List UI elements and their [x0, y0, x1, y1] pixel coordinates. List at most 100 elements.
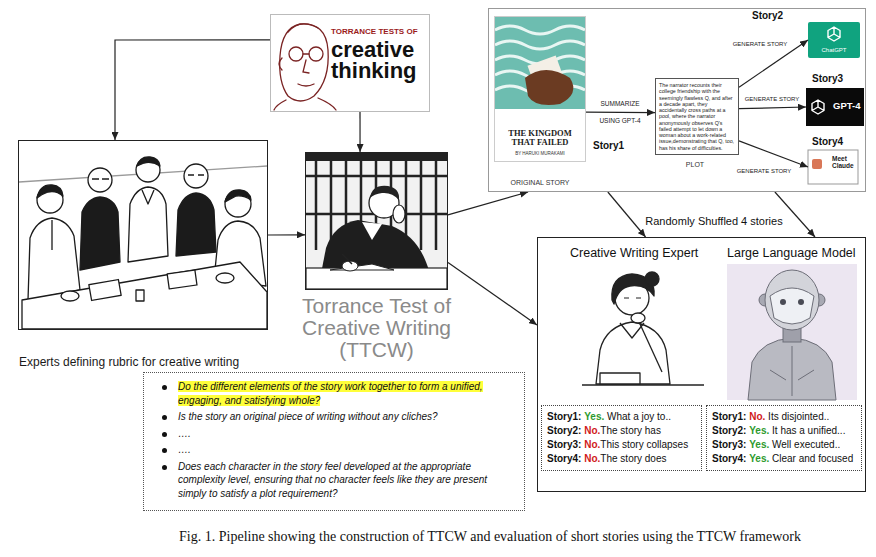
claude-logo: [812, 159, 822, 169]
verdict-word: Yes.: [584, 411, 604, 422]
rubric-question: ….: [178, 428, 191, 439]
writer-illustration: [306, 268, 447, 289]
rubric-question: ….: [178, 444, 191, 455]
verdict-line: Story3: No.This story collapses: [547, 438, 696, 452]
logo-text: ChatGPT: [808, 47, 860, 53]
story-heading: Story2: [752, 10, 783, 21]
meeting-illustration: [19, 141, 267, 329]
expert-illustration: [596, 322, 670, 384]
logo-subtitle: TORRANCE TESTS OF: [331, 27, 427, 36]
story-label: Story1: [593, 140, 624, 151]
edge-label: Randomly Shuffled 4 stories: [644, 215, 783, 227]
meeting-illustration: [184, 164, 208, 188]
torrance-face-sketch: [288, 24, 318, 32]
flow-arrow: [586, 111, 655, 113]
book-title: THE KINGDOM THAT FAILED: [497, 129, 583, 148]
pipeline-panel: THE KINGDOM THAT FAILED BY HARUKI MURAKAM…: [488, 8, 866, 192]
robot-illustration: [770, 288, 814, 324]
verdict-word: No.: [584, 439, 600, 450]
meeting-illustration: [225, 190, 251, 202]
rubric-question: Is the story an original piece of writin…: [178, 411, 438, 422]
verdict-box: Story1: Yes. What a joy to..Story2: No.T…: [541, 405, 702, 471]
chatgpt-logo: [808, 22, 860, 58]
evaluation-panel: Creative Writing ExpertLarge Language Mo…: [537, 237, 866, 492]
model-logo: Story3GPT-4: [806, 88, 864, 126]
book-cover: THE KINGDOM THAT FAILED BY HARUKI MURAKAM…: [494, 16, 586, 162]
evaluator-figure: Large Language Model: [727, 264, 857, 400]
meeting-illustration: [89, 280, 121, 301]
verdict-line: Story1: Yes. What a joy to..: [547, 410, 696, 424]
flow-arrow: [608, 192, 646, 237]
flow-arrow: [739, 40, 808, 87]
bullet-dot: [162, 465, 167, 470]
torrance-face-sketch: [309, 47, 323, 61]
robot-illustration: [727, 264, 857, 400]
model-logo: Story2ChatGPT: [808, 22, 860, 58]
gpt4-logo: [812, 100, 824, 114]
torrance-face-sketch: [318, 98, 336, 110]
story-id: Story1:: [712, 411, 746, 422]
plot-box: The narrator recounts their college frie…: [655, 78, 739, 155]
logo-box: TORRANCE TESTS OF creative thinking: [270, 14, 430, 112]
verdict-line: Story2: No.The story has: [547, 424, 696, 438]
bullet-dot: [162, 432, 167, 437]
illustration-frame: Experts defining rubric for creative wri…: [18, 140, 268, 330]
robot-illustration: [798, 299, 804, 305]
bullet-dot: [162, 385, 167, 390]
rubric-box: Do the different elements of the story w…: [143, 372, 525, 511]
story-id: Story4:: [547, 453, 581, 464]
meeting-illustration: [137, 157, 160, 166]
bullet-dot: [162, 448, 167, 453]
plot-summary: The narrator recounts their college frie…: [659, 82, 735, 151]
book-author: BY HARUKI MURAKAMI: [497, 151, 583, 156]
expert-illustration: [645, 272, 659, 286]
writer-illustration: [362, 222, 382, 240]
meeting-illustration: [216, 273, 234, 283]
story-id: Story3:: [712, 439, 746, 450]
bullet-row: ….: [178, 443, 512, 457]
book-cover-art: [525, 70, 573, 105]
meeting-illustration: [136, 290, 144, 301]
writer-illustration: [306, 153, 447, 161]
chatgpt-logo: [828, 27, 840, 41]
verdict-line: Story4: No.The story does: [547, 452, 696, 466]
meeting-illustration: [176, 193, 216, 256]
writer-illustration: [306, 153, 447, 289]
writer-illustration: [306, 153, 447, 289]
flow-arrow: [739, 141, 808, 167]
meeting-illustration: [142, 190, 154, 204]
bullet-row: Do the different elements of the story w…: [178, 380, 512, 407]
story-id: Story2:: [712, 425, 746, 436]
logo-text: GPT-4: [833, 100, 860, 111]
verdict-line: Story1: No. Its disjointed..: [712, 410, 856, 424]
writer-illustration: [330, 264, 394, 270]
torrance-face-sketch: [274, 100, 286, 110]
flow-arrow: [448, 192, 528, 215]
robot-illustration: [765, 270, 819, 330]
claude-logo: [808, 150, 858, 184]
meeting-illustration: [128, 187, 168, 262]
book-cover-art: [495, 17, 585, 109]
bullet-row: Does each character in the story feel de…: [178, 460, 512, 501]
verdict-word: No.: [584, 453, 600, 464]
robot-illustration: [727, 264, 857, 400]
model-logo: Story4Meet Claude: [808, 150, 858, 184]
rubric-question: Do the different elements of the story w…: [178, 381, 483, 406]
framework-title: Torrance Test of Creative Writing (TTCW): [270, 295, 483, 361]
rubric-question: Does each character in the story feel de…: [178, 461, 487, 499]
stage-label: PLOT: [656, 161, 734, 168]
stage-label: ORIGINAL STORY: [495, 179, 585, 186]
logo-title: creative thinking: [331, 40, 427, 82]
robot-illustration: [770, 346, 814, 396]
meeting-illustration: [188, 174, 204, 175]
evaluator-figure: Creative Writing Expert: [578, 264, 706, 400]
book-cover-art: [495, 17, 585, 109]
meeting-illustration: [22, 262, 267, 329]
story-id: Story3:: [547, 439, 581, 450]
gpt4-logo: [806, 88, 864, 126]
meeting-illustration: [61, 291, 79, 301]
verdict-word: No.: [749, 411, 765, 422]
expert-illustration: [582, 272, 704, 385]
verdict-box: Story1: No. Its disjointed..Story2: Yes.…: [706, 405, 862, 471]
